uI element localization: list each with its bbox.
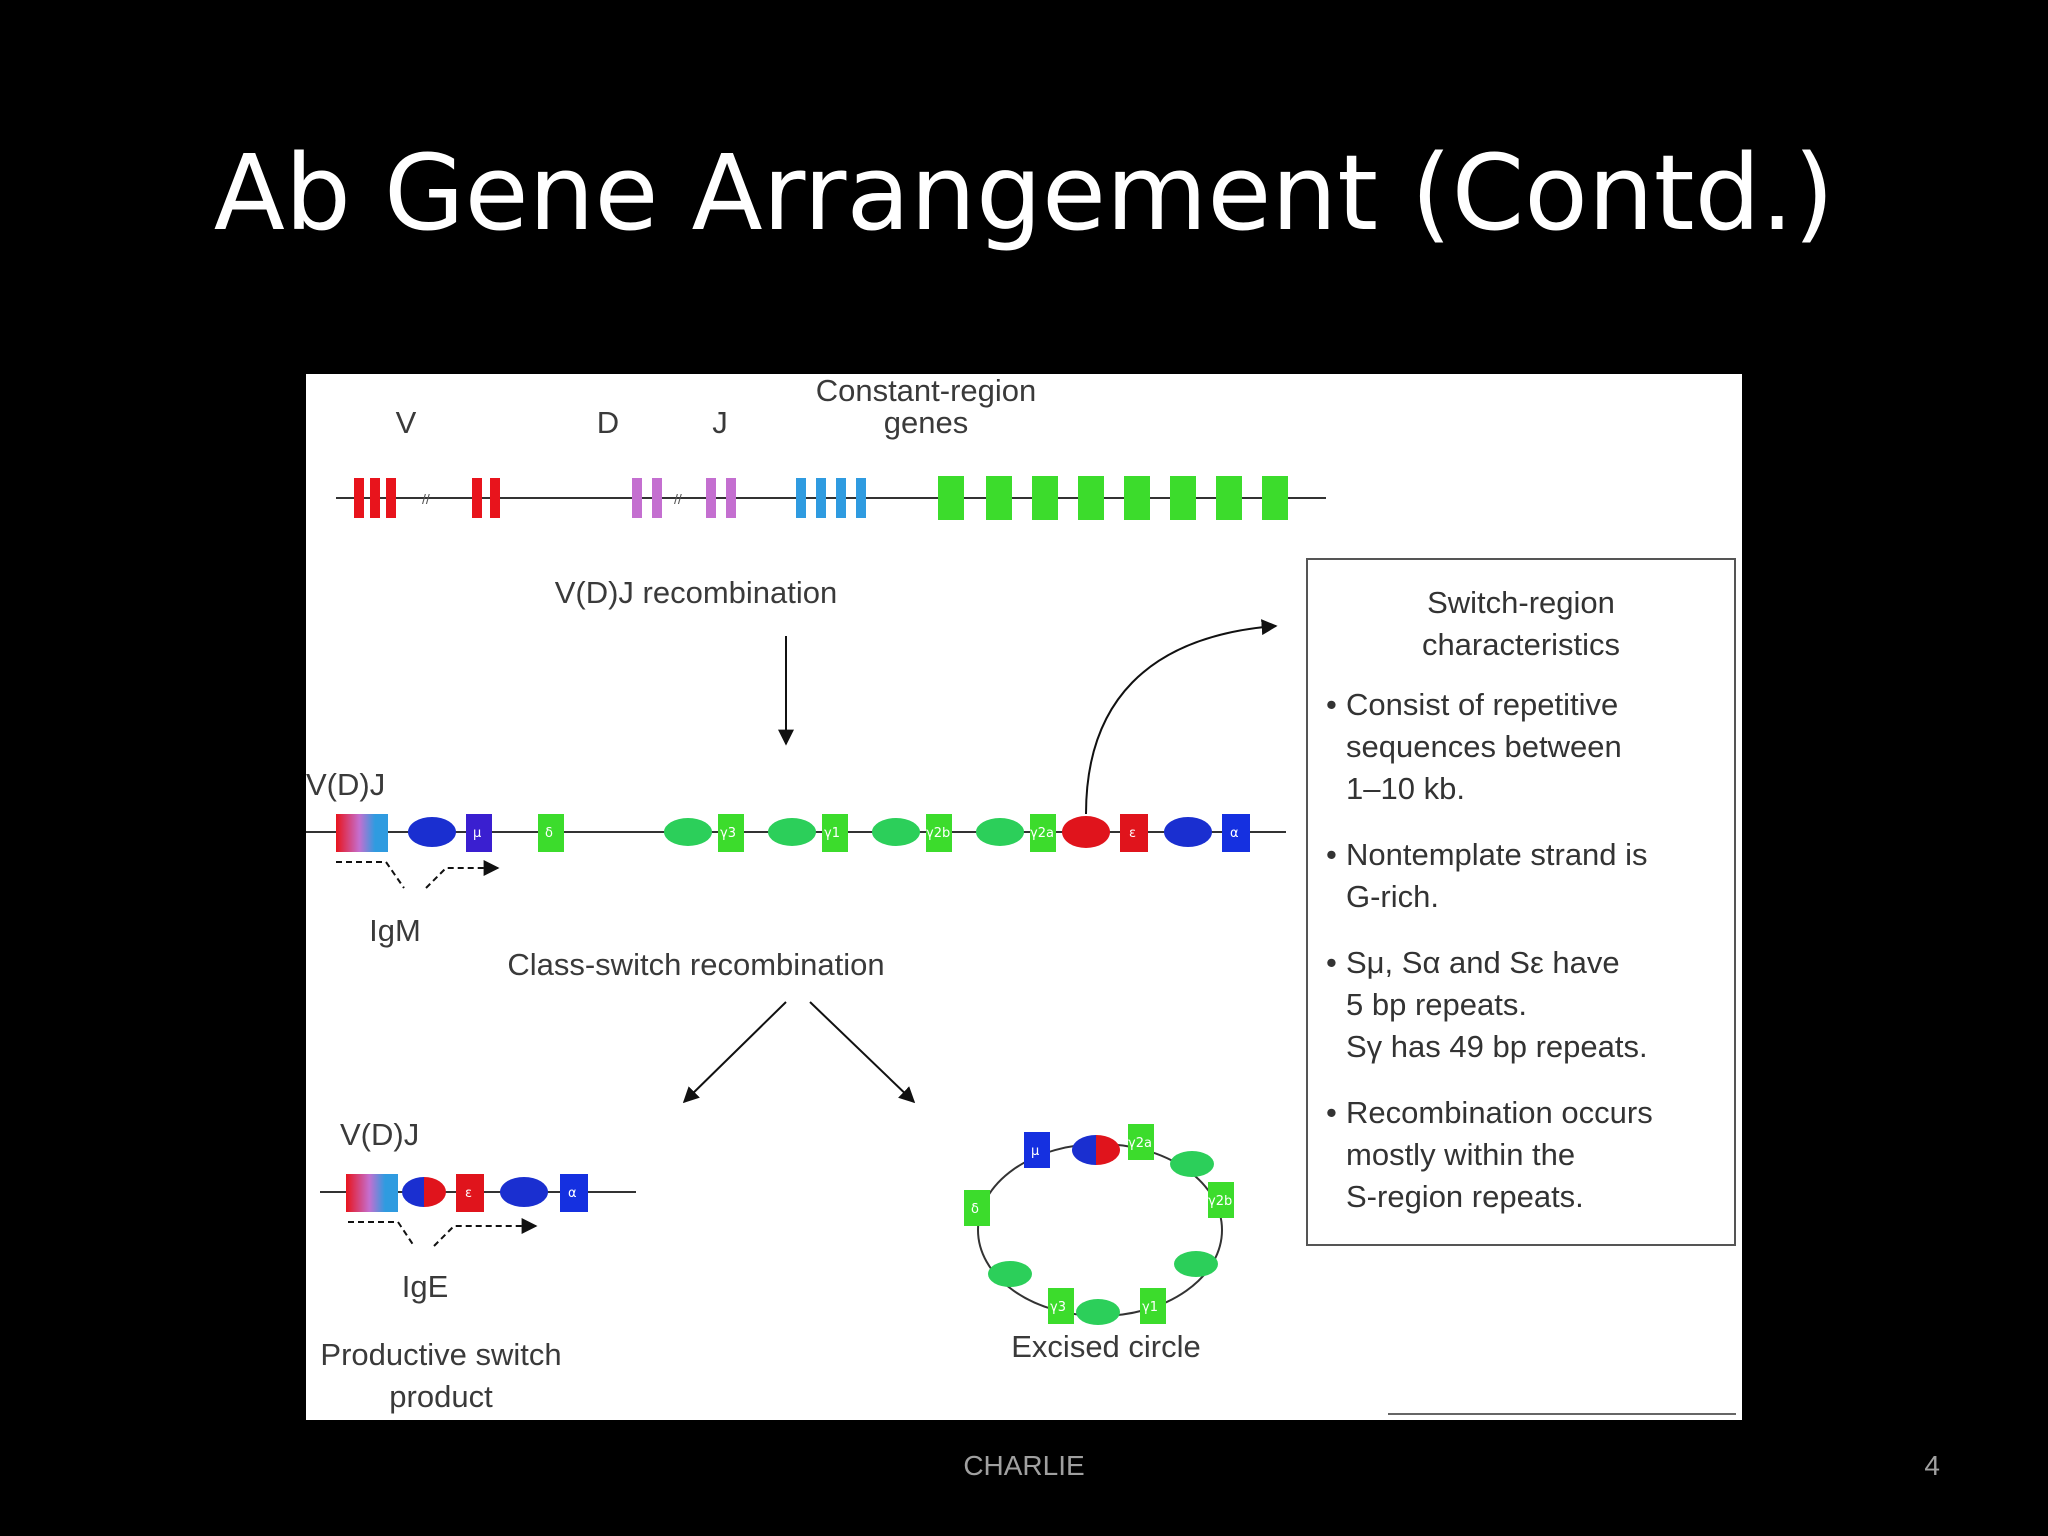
igm-label: IgM [369,913,421,948]
switch-region-title-line1: Switch-region [1427,585,1615,620]
ige-splice-lines [348,1222,536,1247]
switch-mu [408,817,456,847]
c-g2a [1030,814,1056,852]
footer-author: CHARLIE [963,1450,1085,1481]
c-mu [466,814,492,852]
constant-region-label-1: Constant-region [815,374,1037,408]
c-epsilon [1120,814,1148,852]
c-g3 [718,814,744,852]
svg-text://: // [674,491,682,507]
j-label: J [712,405,728,440]
g1-label: γ1 [824,826,840,841]
product-vdj-exon [346,1174,398,1212]
productive-product: ε α [320,1174,636,1247]
vdj-label-main: V(D)J [306,767,386,802]
bullet-item: Sμ, Sα and Sε have 5 bp repeats. Sγ has … [1326,942,1726,1068]
switch-epsilon [1062,816,1110,848]
epsilon-label: ε [1129,826,1136,841]
circle-hybrid-switch [1072,1135,1120,1165]
diagram-graphics: // // μ [306,476,1736,1415]
igm-splice-lines [336,862,498,889]
circle-g2b-label: γ2b [1208,1194,1232,1209]
vdj-exon [336,814,388,852]
switch-region-box: Switch-region characteristics Consist of… [1306,558,1736,1246]
c-delta [538,814,564,852]
switch-region-title-line2: characteristics [1421,627,1621,662]
switch-alpha [1164,817,1212,847]
left-branch-arrow [682,1001,787,1104]
v-label: V [395,405,417,440]
circle-c-g2b [1208,1182,1234,1218]
vdj-recombination-label: V(D)J recombination [554,575,838,610]
switch-g3 [664,818,712,846]
curved-arrow [1085,619,1278,815]
alpha-label: α [1230,826,1239,841]
v-segments: // [354,478,500,518]
constant-segments [938,476,1288,520]
slide-title: Ab Gene Arrangement (Contd.) [213,132,1835,254]
switch-g2a [976,818,1024,846]
page-number: 4 [1924,1450,1940,1481]
switch-region-bullets: Consist of repetitive sequences between … [1326,684,1726,1242]
d-label: D [596,405,620,440]
switch-region-title: Switch-region characteristics [1308,582,1734,666]
circle-c-g2a [1128,1124,1154,1160]
circle-g2a-label: γ2a [1128,1136,1152,1151]
class-switch-label: Class-switch recombination [507,947,885,982]
mu-label: μ [473,826,481,841]
excised-circle-graphic: μ γ2a γ2b γ1 γ3 δ [964,1124,1234,1325]
svg-text://: // [422,491,430,507]
product-hybrid-switch [402,1177,446,1207]
c-alpha [1222,814,1250,852]
circle-delta-label: δ [971,1202,979,1217]
circle-mu-label: μ [1031,1144,1039,1159]
gene-diagram: // // μ [306,374,1742,1420]
circle-c-g3 [1048,1288,1074,1324]
productive-product-label-2: product [389,1379,493,1414]
c-g2b [926,814,952,852]
j-segments [796,478,866,518]
product-c-epsilon [456,1174,484,1212]
product-switch-alpha [500,1177,548,1207]
circle-c-g1 [1140,1288,1166,1324]
ige-label: IgE [401,1269,449,1304]
delta-label: δ [545,826,553,841]
bullet-item: Consist of repetitive sequences between … [1326,684,1726,810]
constant-region-label-2: genes [883,405,969,440]
switch-g2b [872,818,920,846]
d-segments: // [632,478,736,518]
excised-circle-label: Excised circle [1011,1329,1201,1364]
right-branch-arrow [809,1001,916,1104]
circle-c-delta [964,1190,990,1226]
product-epsilon-label: ε [465,1186,472,1201]
c-g1 [822,814,848,852]
rearranged-locus: μ δ γ3 γ1 γ2b γ2a ε α [306,814,1286,889]
circle-g1-label: γ1 [1142,1300,1158,1315]
switch-g1 [768,818,816,846]
g2a-label: γ2a [1030,826,1054,841]
bullet-item: Nontemplate strand is G-rich. [1326,834,1726,918]
germline-locus: // // [336,476,1326,520]
product-alpha-label: α [568,1186,577,1201]
productive-product-label-1: Productive switch [320,1337,562,1372]
vdj-label-product: V(D)J [340,1117,420,1152]
g2b-label: γ2b [926,826,950,841]
circle-g3-label: γ3 [1050,1300,1066,1315]
circle-c-mu [1024,1132,1050,1168]
bullet-item: Recombination occurs mostly within the S… [1326,1092,1726,1218]
product-c-alpha [560,1174,588,1212]
g3-label: γ3 [720,826,736,841]
